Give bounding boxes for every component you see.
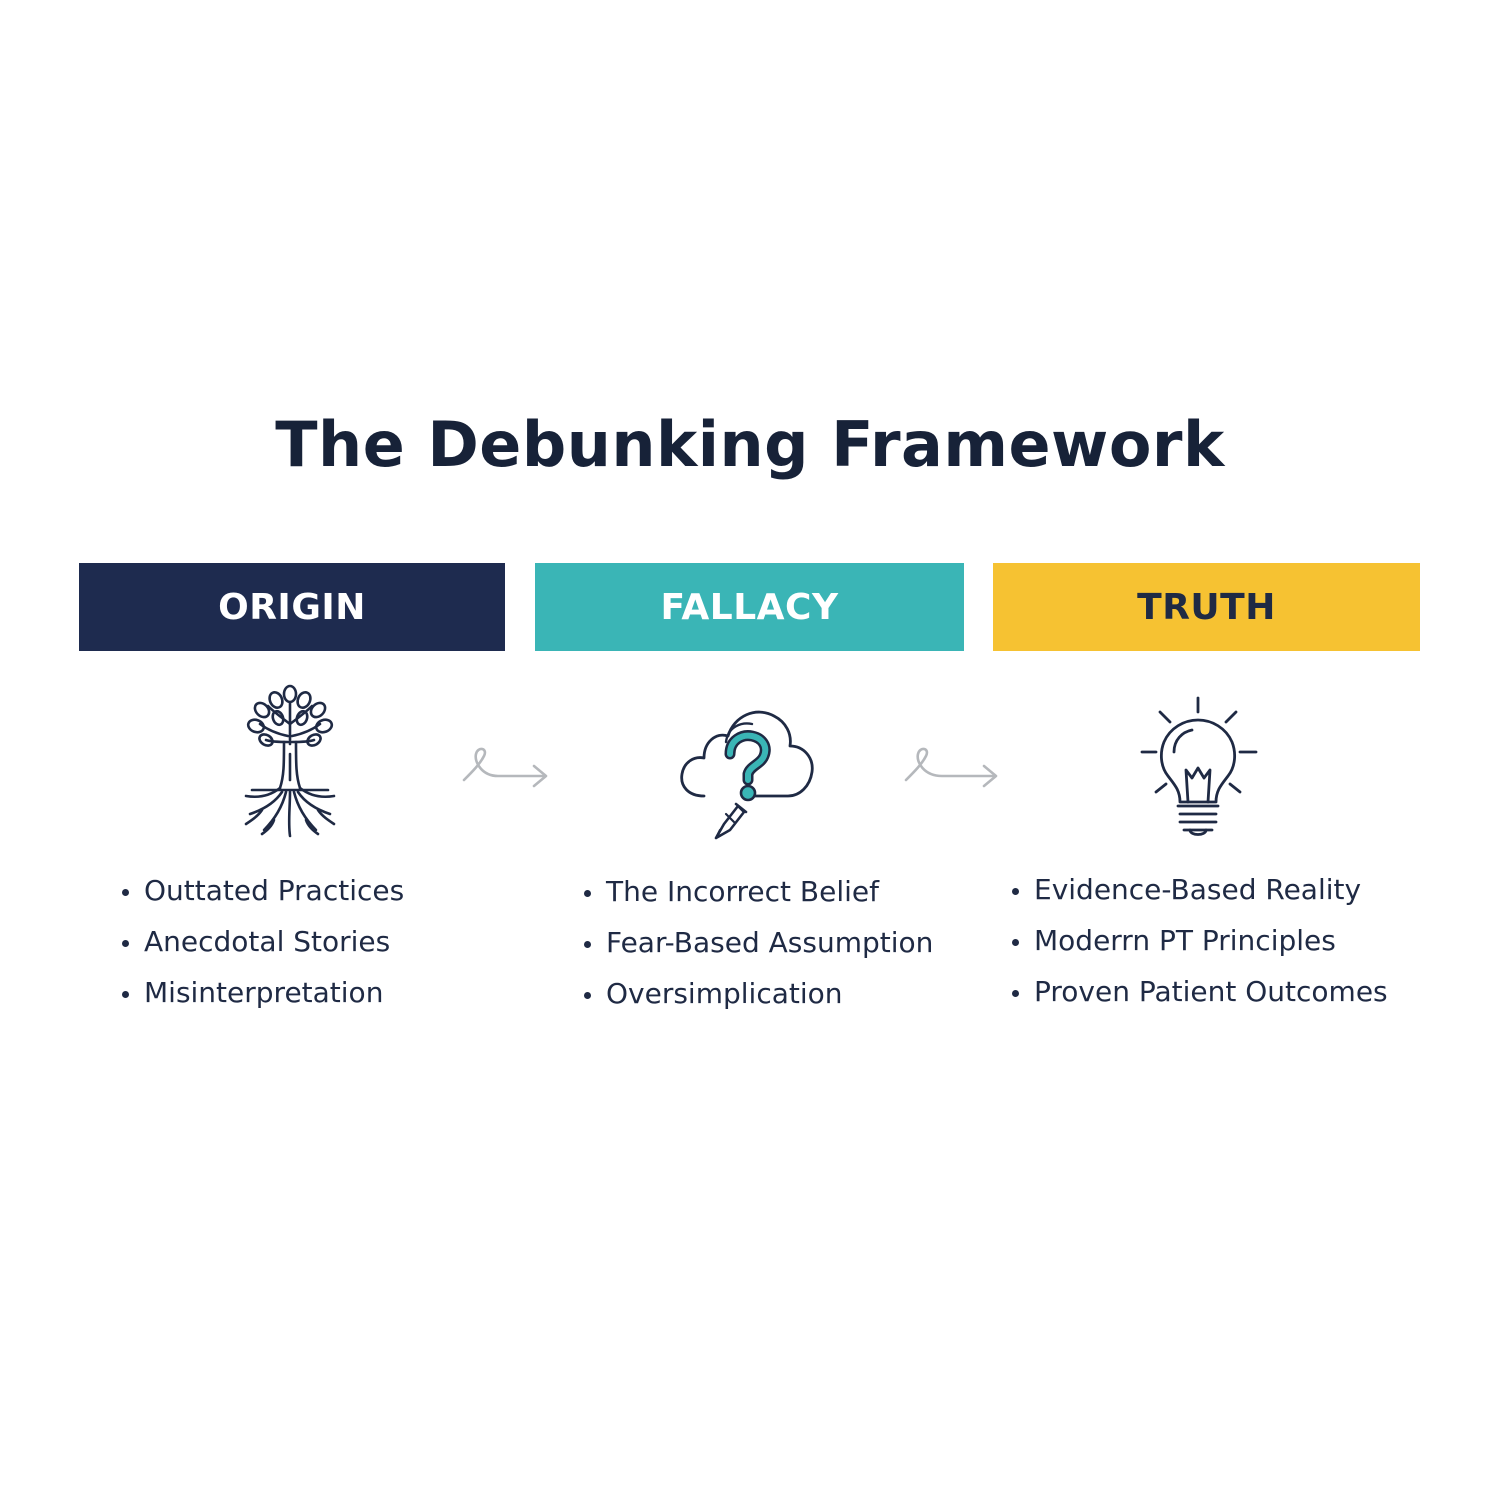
list-item: Anecdotal Stories bbox=[122, 925, 404, 976]
flow-arrow-1 bbox=[462, 747, 548, 788]
fallacy-list: The Incorrect Belief Fear-Based Assumpti… bbox=[584, 875, 933, 1028]
flow-arrow-2 bbox=[904, 747, 998, 788]
list-item: Oversimplication bbox=[584, 977, 933, 1028]
lightbulb-icon bbox=[1140, 696, 1258, 836]
header-origin-label: ORIGIN bbox=[218, 586, 366, 628]
page-title: The Debunking Framework bbox=[275, 408, 1225, 481]
header-fallacy-label: FALLACY bbox=[660, 586, 839, 628]
header-origin: ORIGIN bbox=[79, 563, 505, 651]
truth-list: Evidence-Based Reality Moderrn PT Princi… bbox=[1012, 873, 1388, 1026]
tree-roots-icon bbox=[244, 684, 336, 838]
header-truth: TRUTH bbox=[993, 563, 1420, 651]
origin-list: Outtated Practices Anecdotal Stories Mis… bbox=[122, 874, 404, 1027]
list-item: Proven Patient Outcomes bbox=[1012, 975, 1388, 1026]
list-item: Fear-Based Assumption bbox=[584, 926, 933, 977]
list-item: Moderrn PT Principles bbox=[1012, 924, 1388, 975]
header-fallacy: FALLACY bbox=[535, 563, 964, 651]
list-item: Outtated Practices bbox=[122, 874, 404, 925]
list-item: The Incorrect Belief bbox=[584, 875, 933, 926]
list-item: Misinterpretation bbox=[122, 976, 404, 1027]
cloud-question-icon bbox=[680, 710, 814, 840]
list-item: Evidence-Based Reality bbox=[1012, 873, 1388, 924]
header-truth-label: TRUTH bbox=[1137, 586, 1276, 628]
